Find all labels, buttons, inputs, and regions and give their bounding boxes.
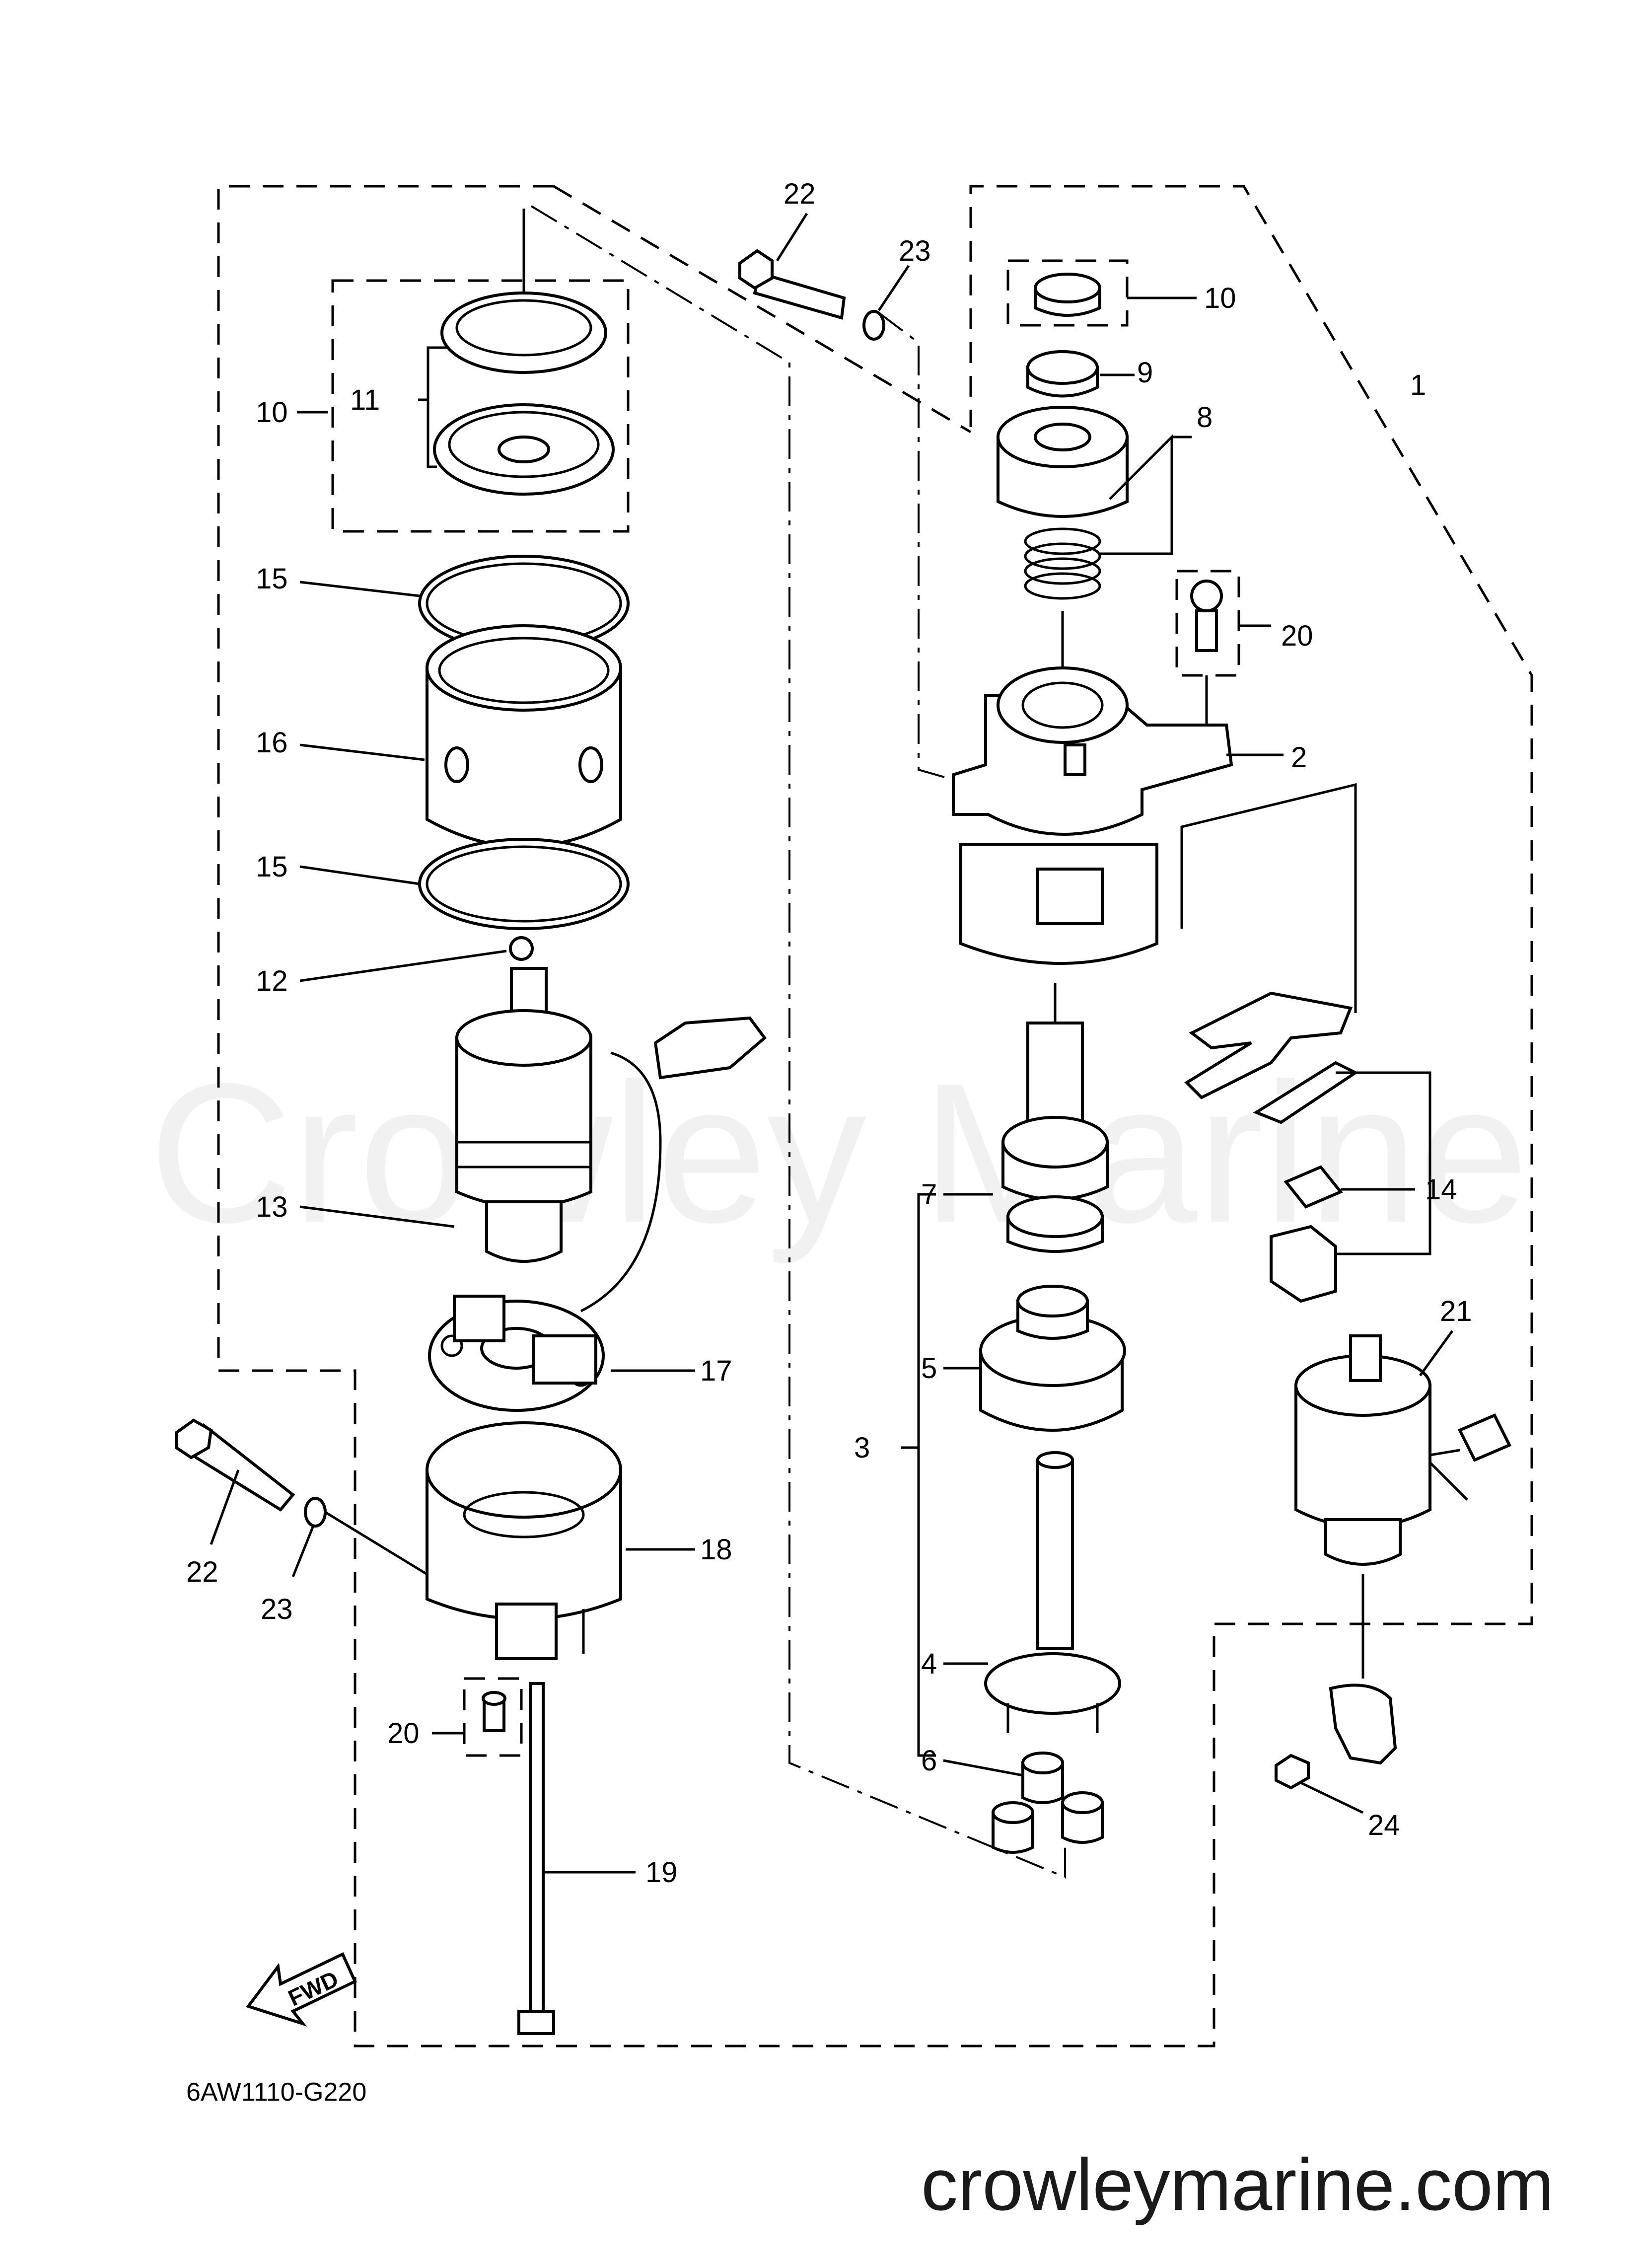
part-14-block-small	[1284, 1165, 1343, 1209]
part-12-ball	[509, 936, 534, 961]
callout-11: 11	[350, 384, 380, 416]
part-8-spring	[1024, 527, 1101, 600]
callout-14: 14	[1425, 1173, 1457, 1206]
drawing-code: 6AW1110-G220	[186, 2078, 366, 2107]
callout-numbers: 22 23 10 9 8 1 20 2 10 11 15 16 15 12 13…	[186, 178, 1472, 1889]
part-10-cap-right	[1034, 273, 1101, 317]
part-24-nut	[1275, 1754, 1310, 1790]
part-22-bolt-left	[175, 1418, 295, 1512]
part-4-planet-carrier	[984, 1451, 1121, 1733]
watermark: Crowley Marine	[149, 1042, 1529, 1265]
callout-16: 16	[256, 727, 288, 759]
part-13-lead-wire	[580, 1051, 662, 1313]
callout-17: 17	[700, 1355, 732, 1387]
part-22-bolt-top	[738, 249, 846, 320]
callout-3: 3	[854, 1432, 870, 1464]
part-11-ring	[440, 292, 607, 374]
part-14-shift-lever	[1184, 991, 1358, 1124]
part-13-connector	[653, 1016, 767, 1080]
callout-6: 6	[921, 1745, 937, 1777]
callout-1: 1	[1410, 369, 1426, 401]
callout-7: 7	[921, 1178, 937, 1211]
fwd-arrow: FWD	[246, 1952, 357, 2027]
part-2-front-bracket	[952, 666, 1233, 965]
assembly-split-line	[530, 205, 1066, 1879]
part-23-washer-left	[304, 1497, 327, 1528]
callout-2: 2	[1291, 741, 1307, 774]
part-19-through-bolt	[517, 1682, 555, 2035]
callout-15-bottom: 15	[256, 851, 288, 883]
callout-23-left: 23	[261, 1593, 293, 1625]
part-15-oring-bottom	[418, 838, 630, 930]
callout-13: 13	[256, 1191, 288, 1223]
kit-box-10-left	[331, 279, 630, 533]
callout-9: 9	[1137, 357, 1153, 389]
part-13-armature	[455, 967, 592, 1263]
kit-box-20-right	[1175, 570, 1240, 677]
callout-4: 4	[921, 1648, 937, 1680]
part-23-washer-top	[862, 310, 885, 341]
part-7-clutch	[1001, 1022, 1109, 1253]
part-18-end-cap	[426, 1421, 622, 1660]
left-group-boundary	[217, 185, 1533, 2048]
callout-23-top: 23	[899, 235, 931, 267]
website-footer: crowleymarine.com	[921, 2144, 1554, 2226]
callout-19: 19	[645, 1856, 678, 1889]
callout-18: 18	[700, 1534, 732, 1566]
part-16-housing	[426, 624, 622, 848]
callout-24: 24	[1368, 1809, 1400, 1841]
assembly-split-line-2	[878, 312, 954, 781]
callout-20-right: 20	[1281, 620, 1313, 652]
callout-15-top: 15	[256, 563, 288, 595]
part-20-screw-right	[1190, 580, 1223, 652]
kit-box-10-right	[1006, 259, 1129, 327]
part-6-planet-gears	[992, 1752, 1104, 1854]
part-17-brush-holder	[428, 1295, 605, 1412]
callout-12: 12	[256, 965, 288, 997]
part-9-collar	[1026, 350, 1099, 398]
part-24-terminal-lead	[1329, 1683, 1397, 1765]
callout-10-left: 10	[256, 396, 288, 429]
left-inner-boundary	[553, 185, 972, 434]
callout-22-left: 22	[186, 1556, 218, 1588]
callout-22-top: 22	[784, 178, 816, 210]
callout-10-right: 10	[1204, 282, 1236, 314]
callout-21: 21	[1440, 1295, 1472, 1327]
callout-8: 8	[1197, 401, 1213, 434]
part-20-screw-left	[482, 1691, 506, 1732]
callout-20-left: 20	[387, 1717, 420, 1750]
part-14-block-large	[1270, 1225, 1337, 1303]
part-5-gear-housing	[979, 1285, 1126, 1432]
leader-lines	[210, 213, 1468, 1874]
part-8-pinion	[997, 406, 1129, 518]
part-21-solenoid	[1294, 1334, 1512, 1566]
callout-5: 5	[921, 1352, 937, 1385]
